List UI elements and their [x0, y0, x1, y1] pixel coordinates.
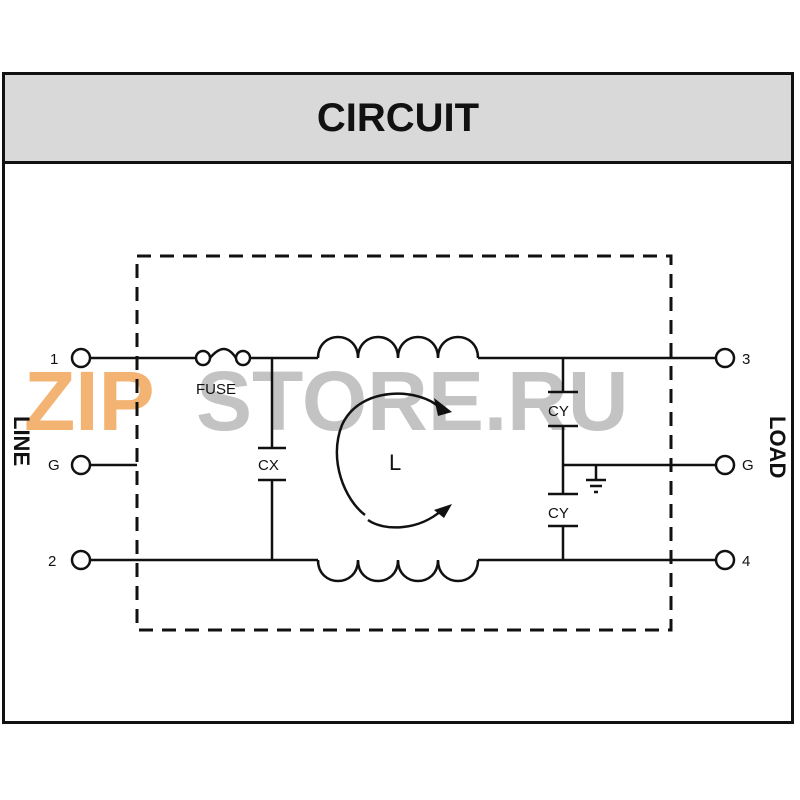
cy-capacitor-top: [548, 358, 578, 465]
terminal-g-right: [714, 454, 736, 476]
side-label-load: LOAD: [765, 416, 790, 478]
terminal-1: [70, 347, 92, 369]
inductor-label: L: [389, 450, 401, 475]
flux-arc-lower: [367, 509, 443, 529]
cx-capacitor: [258, 358, 286, 560]
cx-label: CX: [258, 457, 279, 474]
diagram-frame: CIRCUIT: [2, 72, 794, 724]
terminal-label-4: 4: [742, 553, 750, 570]
header-bar: CIRCUIT: [5, 75, 791, 164]
terminal-label-g-right: G: [742, 457, 754, 474]
fuse-label: FUSE: [196, 381, 236, 398]
fuse-symbol: [194, 347, 252, 367]
terminal-4: [714, 549, 736, 571]
watermark-zip: ZIP: [24, 354, 155, 448]
cy-bottom-label: CY: [548, 505, 569, 522]
terminal-label-2: 2: [48, 553, 56, 570]
terminal-label-g-left: G: [48, 457, 60, 474]
watermark-store: STORE.RU: [196, 354, 629, 448]
flux-arc-upper: [335, 392, 441, 516]
inductor-coil-bottom: [316, 559, 480, 583]
terminal-label-3: 3: [742, 351, 750, 368]
flux-arrowhead-bottom: [434, 504, 452, 518]
terminal-g-left: [70, 454, 92, 476]
side-label-line: LINE: [9, 416, 34, 466]
terminal-2: [70, 549, 92, 571]
terminal-3: [714, 347, 736, 369]
watermark: ZIP STORE.RU: [24, 354, 629, 448]
page-title: CIRCUIT: [316, 95, 480, 140]
terminal-label-1: 1: [50, 351, 58, 368]
cy-top-label: CY: [548, 403, 569, 420]
flux-arrowhead-top: [434, 398, 452, 416]
inductor-coil-top: [316, 335, 480, 359]
ground-icon: [586, 465, 606, 494]
cy-capacitor-bottom: [548, 465, 578, 560]
filter-enclosure: [135, 254, 673, 632]
